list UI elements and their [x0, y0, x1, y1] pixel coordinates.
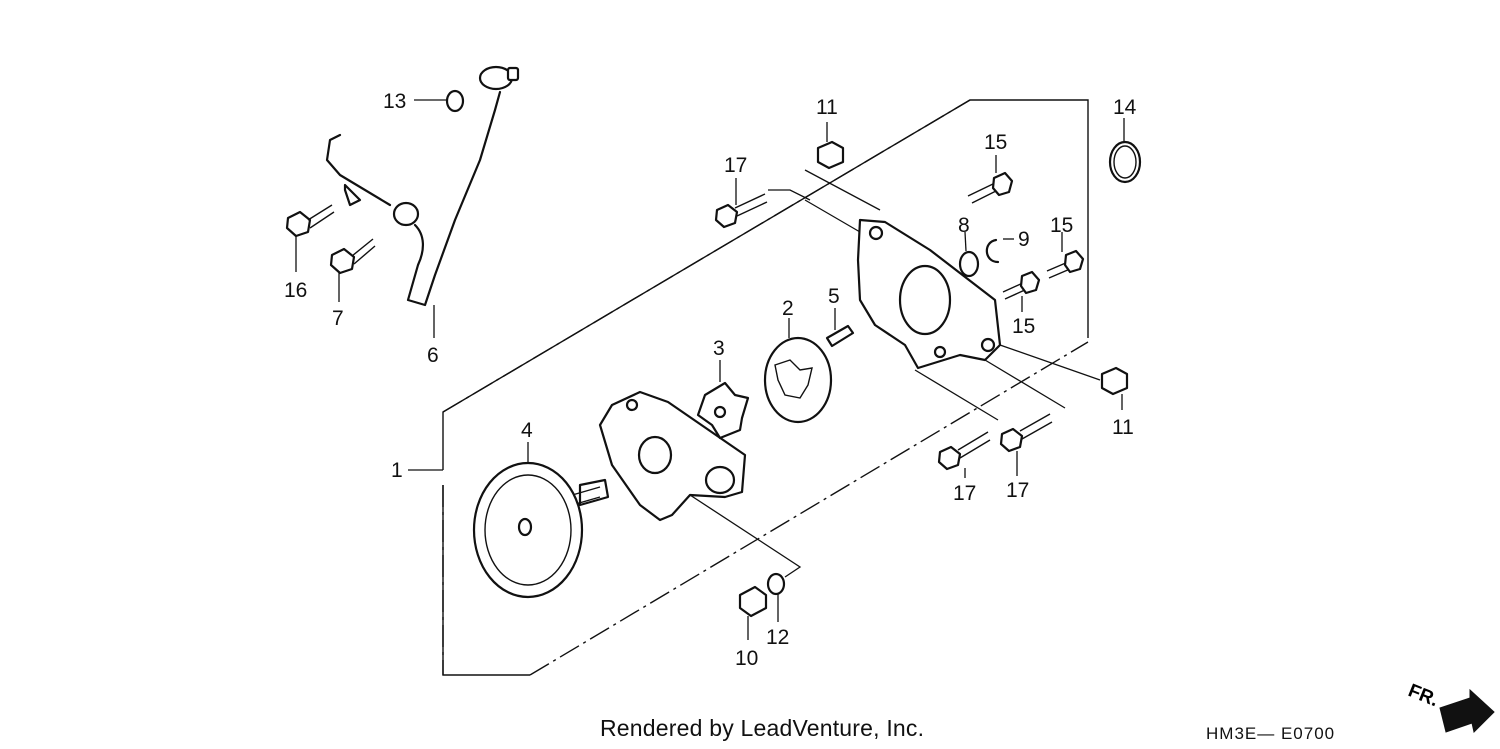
pump-cover — [856, 218, 1002, 370]
callout-11-right: 11 — [1112, 416, 1134, 439]
callout-17-top: 17 — [724, 154, 747, 177]
render-credit: Rendered by LeadVenture, Inc. — [600, 715, 925, 741]
callout-2: 2 — [782, 297, 794, 320]
dowel-collar-11-top — [816, 140, 845, 170]
callout-1: 1 — [391, 459, 403, 482]
bolt-15-top — [967, 171, 1014, 204]
bolt-7 — [329, 238, 376, 275]
bolt-15-lower — [1002, 270, 1041, 300]
diagram-code: HM3E— E0700 — [1206, 724, 1336, 743]
bolt-17-top — [714, 193, 768, 229]
assembly-frame — [442, 99, 1089, 676]
bolt-17-lower-left — [937, 431, 991, 471]
callout-14: 14 — [1113, 96, 1137, 119]
callout-7: 7 — [332, 307, 344, 330]
callout-10: 10 — [735, 647, 758, 670]
dowel-collar-11-right — [1100, 366, 1129, 396]
callout-15-top: 15 — [984, 131, 1007, 154]
front-direction-arrow-icon: FR. — [1405, 680, 1495, 733]
collar-10 — [738, 585, 768, 618]
o-ring-12 — [766, 572, 786, 596]
callout-3: 3 — [713, 337, 725, 360]
callout-labels: 13 11 14 15 17 15 8 9 16 7 5 2 15 3 6 11… — [284, 90, 1137, 670]
bolt-17-lower-right — [999, 413, 1053, 453]
front-marker-label: FR. — [1405, 680, 1441, 711]
callout-15-right: 15 — [1050, 214, 1073, 237]
pump-drive-sprocket — [472, 461, 610, 599]
callout-11-top: 11 — [816, 96, 838, 119]
callout-13: 13 — [383, 90, 406, 113]
callout-8: 8 — [958, 214, 970, 237]
sealing-washer-13 — [445, 89, 465, 113]
bolt-16 — [285, 204, 335, 238]
leader-lines — [295, 99, 1125, 640]
callout-17-lower-left: 17 — [953, 482, 976, 505]
circlip-9 — [985, 238, 1000, 264]
callout-17-lower-right: 17 — [1006, 479, 1029, 502]
outer-rotor — [763, 336, 833, 424]
callout-15-lower: 15 — [1012, 315, 1035, 338]
callout-5: 5 — [828, 285, 840, 308]
washer-8 — [958, 250, 980, 278]
o-ring-14 — [1108, 140, 1142, 184]
dowel-pin — [825, 324, 855, 348]
callout-6: 6 — [427, 344, 439, 367]
callout-12: 12 — [766, 626, 789, 649]
callout-16: 16 — [284, 279, 307, 302]
bolt-15-right — [1046, 249, 1085, 279]
callout-4: 4 — [521, 419, 533, 442]
callout-9: 9 — [1018, 228, 1030, 251]
oil-pipe — [325, 65, 520, 307]
